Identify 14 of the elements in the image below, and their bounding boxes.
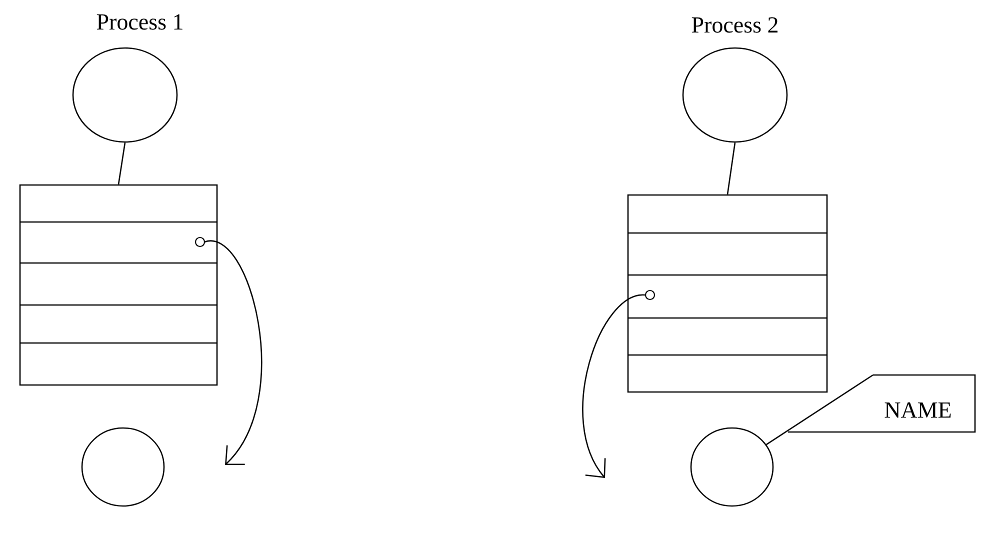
circle — [81, 427, 165, 507]
heading: Process 2 — [692, 17, 778, 33]
connector-line — [118, 142, 126, 184]
leader-line — [766, 374, 874, 446]
heading: Process 1 — [96, 14, 182, 30]
name-tag: NAME — [788, 374, 976, 433]
curved-arrow — [194, 236, 262, 465]
circle — [690, 427, 774, 507]
table-box — [627, 194, 828, 393]
circle — [682, 47, 788, 143]
curved-arrow — [582, 290, 656, 478]
connector-line — [726, 142, 736, 194]
table-box — [19, 184, 218, 386]
circle — [72, 47, 178, 143]
